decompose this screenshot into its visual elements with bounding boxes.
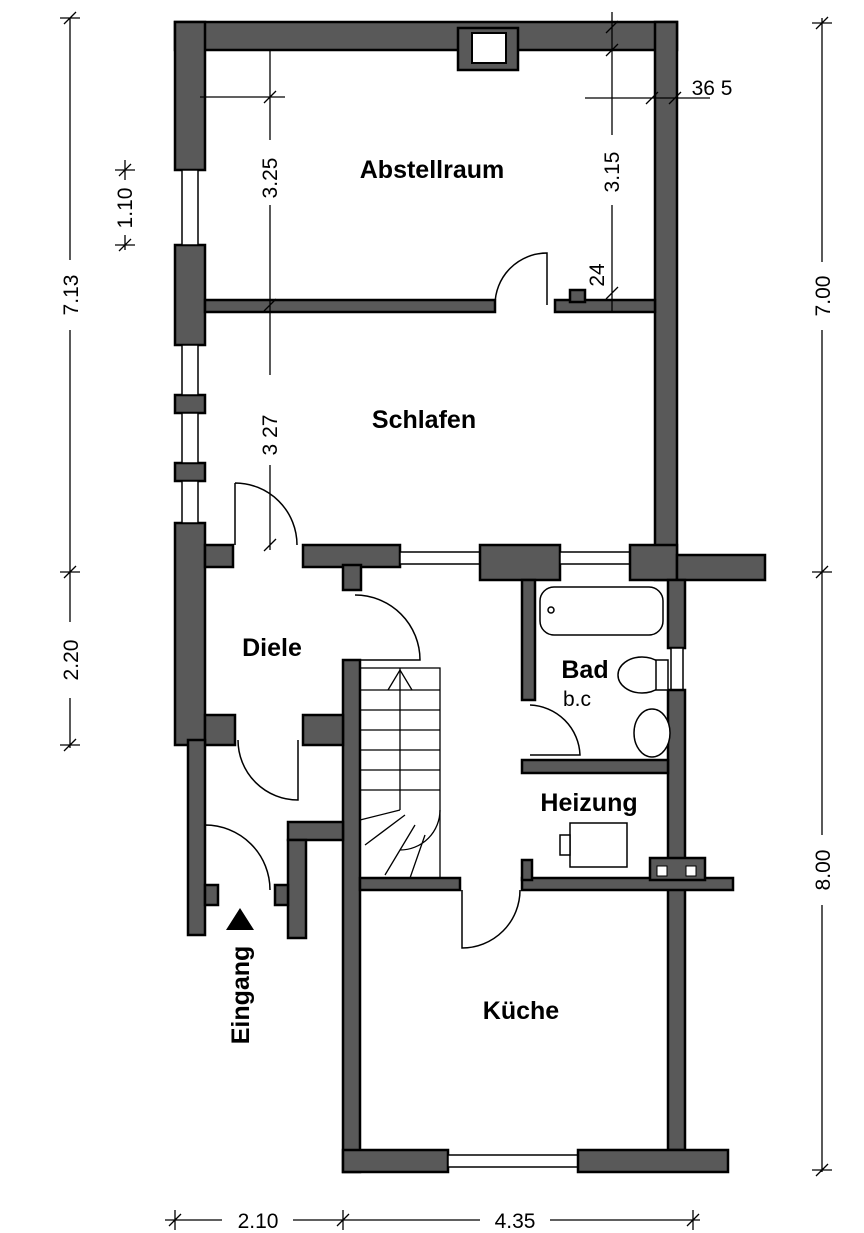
room-label-schlafen: Schlafen: [372, 406, 476, 434]
entrance-arrow-icon: [226, 908, 254, 930]
walls: [173, 20, 767, 1174]
dim-inner-wall: 24: [586, 263, 609, 287]
room-label-bad: Bad: [561, 656, 608, 684]
fixtures: [539, 586, 671, 868]
room-label-heizung: Heizung: [540, 789, 637, 817]
room-label-abstellraum: Abstellraum: [360, 156, 504, 184]
dim-abstell-right: 3.15: [601, 152, 624, 193]
stairs: [359, 667, 441, 879]
dim-bottom-right: 4.35: [495, 1210, 536, 1233]
room-label-bad-sub: b.c: [563, 688, 591, 711]
bathtub: [539, 586, 664, 636]
room-label-kueche: Küche: [483, 997, 560, 1025]
dim-right-upper: 7.00: [812, 276, 835, 317]
dim-bottom-left: 2.10: [238, 1210, 279, 1233]
doors: [204, 252, 581, 949]
dim-schlafen-height: 3 27: [259, 415, 282, 456]
dimension-lines: 7.13 2.20 7.00 8.00 2.10 4.35 3.25 3 27 …: [60, 11, 835, 1233]
room-label-diele: Diele: [242, 634, 302, 662]
dim-abstell-left: 3.25: [259, 158, 282, 199]
dim-wall-thickness: 36 5: [692, 77, 733, 100]
sink: [633, 708, 671, 758]
dim-left-lower: 2.20: [60, 640, 83, 681]
dim-right-lower: 8.00: [812, 850, 835, 891]
boiler: [569, 822, 628, 868]
room-labels: Abstellraum Schlafen Diele Bad b.c Heizu…: [226, 156, 638, 1044]
dim-left-upper: 7.13: [60, 275, 83, 316]
dim-window-height: 1.10: [114, 188, 137, 229]
room-label-eingang: Eingang: [227, 946, 255, 1045]
window-left: [181, 169, 199, 524]
